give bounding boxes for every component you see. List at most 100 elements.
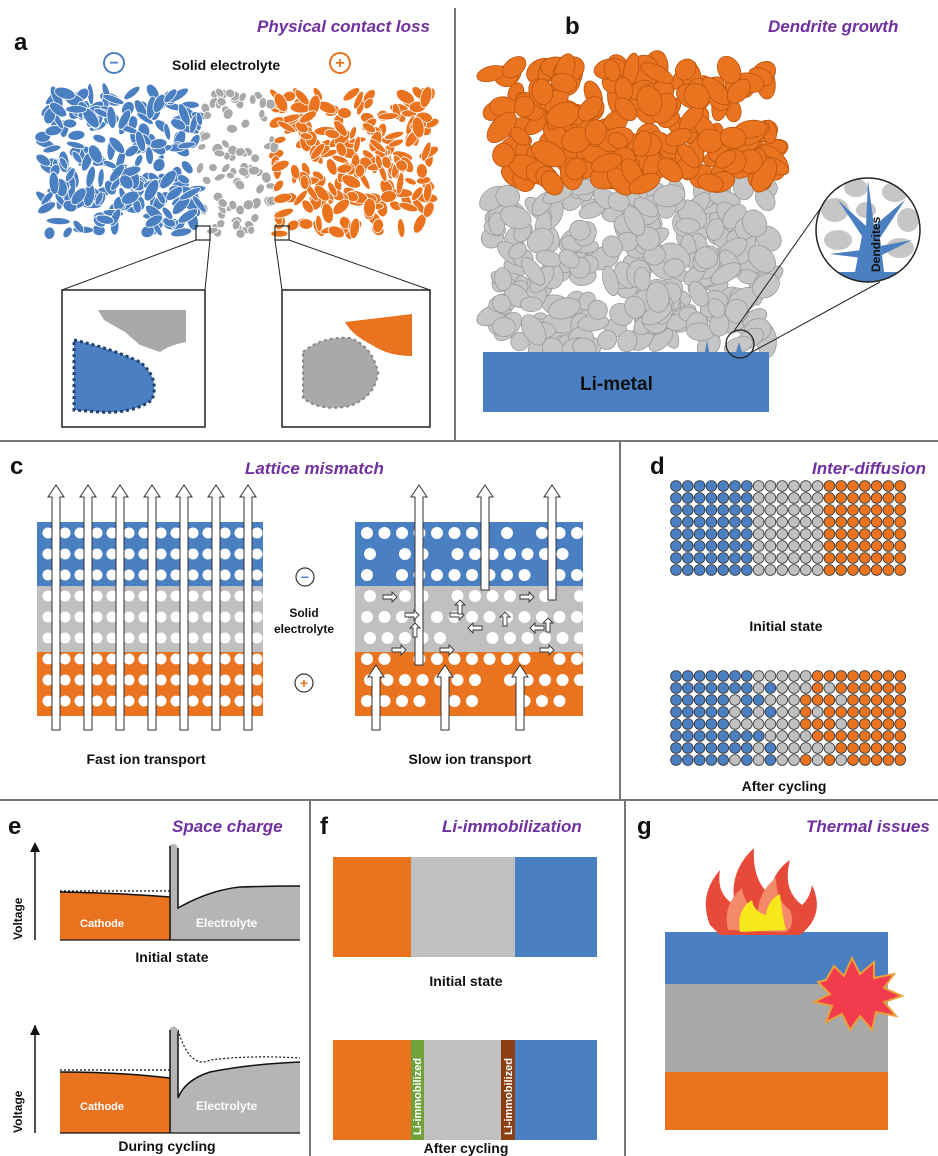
particle (213, 173, 226, 182)
lattice-site (518, 653, 531, 665)
electrolyte-particle (500, 205, 532, 230)
particle (363, 197, 376, 218)
particle (62, 226, 73, 239)
atom (776, 718, 788, 730)
panel-g-title: Thermal issues (806, 817, 930, 836)
atom (776, 682, 788, 694)
lattice-site (483, 611, 496, 623)
atom (882, 742, 895, 754)
particle (170, 227, 193, 238)
atom (811, 504, 824, 516)
atom (764, 552, 777, 564)
particle (250, 213, 260, 223)
atom (788, 564, 800, 576)
particle (310, 142, 326, 160)
atom (823, 754, 836, 766)
particle (369, 138, 387, 154)
atom (729, 540, 741, 552)
panel-c: c Lattice mismatch − Solid electrolyte +… (10, 453, 586, 767)
lattice-site (571, 527, 583, 539)
electrolyte-particle (520, 314, 547, 346)
panel-f-letter: f (320, 813, 329, 840)
zoom-marker-right (274, 225, 290, 241)
explosion-burst-icon (811, 955, 905, 1033)
particle (201, 175, 212, 185)
particle (208, 163, 218, 173)
atom (870, 552, 883, 564)
atom (740, 516, 753, 528)
panel-a-electrolyte-label: Solid electrolyte (172, 57, 280, 73)
atom (729, 694, 741, 706)
atom (882, 706, 895, 718)
atom (894, 718, 906, 730)
atom (788, 754, 800, 766)
lattice-site (74, 632, 86, 644)
atom (847, 754, 859, 766)
atom (882, 694, 895, 706)
small-dendrite (705, 340, 709, 352)
dendrites-label: Dendrites (869, 216, 883, 272)
atom (752, 516, 765, 528)
particle (152, 158, 166, 173)
atom (740, 480, 753, 492)
atom (705, 682, 718, 694)
atom (729, 742, 741, 754)
atom (670, 694, 682, 706)
lattice-site (59, 590, 71, 602)
lattice-site (539, 632, 551, 644)
atom (799, 564, 812, 576)
lattice-site (234, 632, 246, 644)
atom (776, 540, 788, 552)
ion-arrow (541, 617, 555, 633)
atom (858, 492, 871, 504)
particle (178, 187, 202, 201)
cathode-particle (486, 111, 517, 144)
atom (764, 504, 777, 516)
cathode-particle (584, 119, 607, 146)
atom (847, 682, 859, 694)
atom (705, 718, 718, 730)
electrolyte-particle (633, 266, 651, 291)
atom (776, 754, 788, 766)
atom (681, 504, 694, 516)
atom (729, 754, 741, 766)
lattice-site (574, 674, 586, 686)
atom (752, 742, 765, 754)
cathode-particle (683, 83, 710, 109)
lattice-site (106, 653, 118, 665)
atom (894, 516, 906, 528)
lattice-site (486, 632, 499, 644)
particle (286, 219, 300, 232)
atom (811, 730, 824, 742)
panel-a-particle-layer (34, 82, 440, 240)
particle (380, 190, 397, 203)
particle (222, 108, 234, 120)
lattice-site (187, 695, 199, 707)
atom (799, 694, 812, 706)
atom (752, 504, 765, 516)
particle (335, 141, 347, 157)
lattice-site (521, 548, 534, 560)
immobilized-layer-cathode (411, 1040, 424, 1140)
lattice-site (504, 590, 516, 602)
lattice-site (361, 569, 373, 581)
atom (811, 516, 824, 528)
atom (693, 730, 706, 742)
atom (894, 528, 906, 540)
lattice-site (234, 590, 246, 602)
particle (258, 97, 267, 109)
panel-b: b Dendrite growth Li-metal Dendr (476, 13, 921, 412)
lattice-site (219, 674, 231, 686)
lattice-site (466, 611, 478, 623)
particle (247, 225, 256, 235)
electrolyte-particle (519, 296, 543, 313)
cathode-particle (577, 96, 603, 122)
ion-arrow (498, 611, 512, 627)
atom (870, 480, 883, 492)
particle (315, 214, 323, 233)
electrolyte-particle (601, 235, 623, 258)
atom (870, 670, 883, 682)
lattice-site (155, 611, 167, 623)
particle (123, 85, 141, 101)
fast-transport-label: Fast ion transport (86, 751, 205, 767)
